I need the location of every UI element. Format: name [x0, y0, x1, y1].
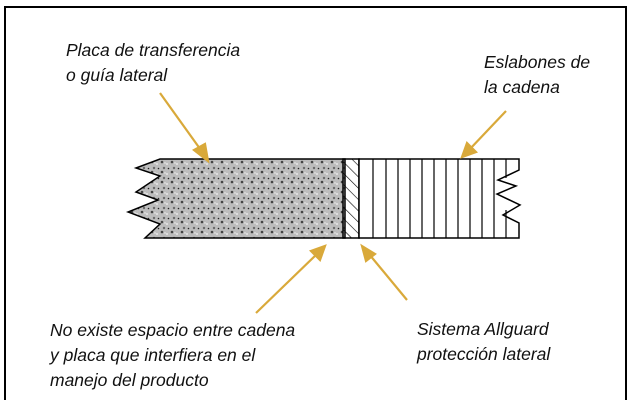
label-transfer-plate: Placa de transferencia o guía lateral — [66, 38, 240, 88]
chain-links-shape — [358, 158, 522, 239]
chain-link-lines — [372, 159, 507, 238]
arrow-allguard — [360, 243, 408, 301]
label-no-gap-line-3: manejo del producto — [50, 370, 209, 390]
label-no-gap: No existe espacio entre cadena y placa q… — [50, 318, 295, 393]
label-no-gap-line-2: y placa que interfiera en el — [50, 345, 256, 365]
label-chain-links: Eslabones de la cadena — [484, 50, 590, 100]
arrow-chain-links — [460, 110, 507, 159]
transfer-plate-shape — [125, 158, 346, 239]
diagram-frame — [4, 6, 627, 400]
label-chain-links-line-2: la cadena — [484, 77, 560, 97]
arrow-transfer-plate — [159, 92, 210, 164]
allguard-strip — [342, 158, 360, 239]
arrow-no-gap — [255, 244, 327, 314]
label-transfer-plate-line-1: Placa de transferencia — [66, 40, 241, 60]
label-chain-links-line-1: Eslabones de — [484, 52, 591, 72]
label-allguard-line-2: protección lateral — [417, 344, 551, 364]
label-no-gap-line-1: No existe espacio entre cadena — [50, 320, 296, 340]
label-allguard-line-1: Sistema Allguard — [417, 319, 549, 339]
label-transfer-plate-line-2: o guía lateral — [66, 65, 168, 85]
label-allguard: Sistema Allguard protección lateral — [417, 317, 550, 367]
